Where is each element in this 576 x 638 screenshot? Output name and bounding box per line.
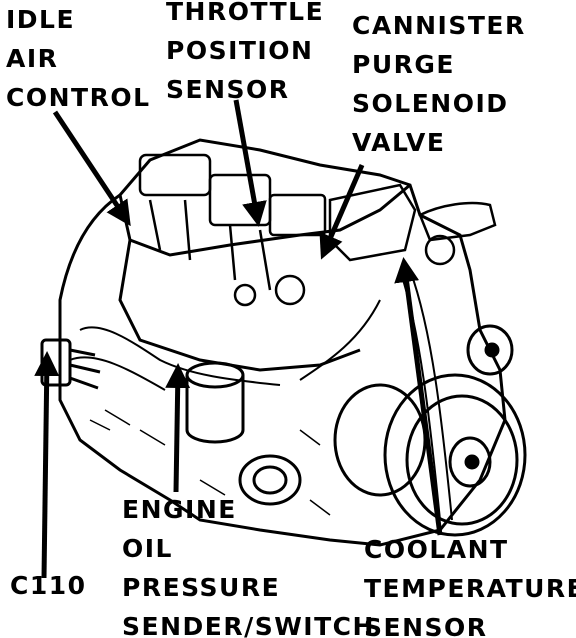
label-line: VALVE [352,128,446,157]
label-c110: C110 [10,566,87,605]
label-engine-oil-pressure-sender-switch: ENGINE OIL PRESSURE SENDER/SWITCH [122,490,375,638]
label-line: POSITION [166,36,314,65]
label-line: PRESSURE [122,573,281,602]
label-line: OIL [122,534,173,563]
label-cannister-purge-solenoid-valve: CANNISTER PURGE SOLENOID VALVE [352,6,526,162]
label-line: AIR [6,44,59,73]
label-line: CONTROL [6,83,151,112]
engine-block [58,138,507,547]
arrow-coolant-sensor [394,257,443,536]
label-line: IDLE [6,5,76,34]
label-line: PURGE [352,50,455,79]
label-line: SENSOR [166,75,290,104]
label-line: SOLENOID [352,89,509,118]
label-line: THROTTLE [166,0,325,26]
arrow-c110 [34,351,60,579]
label-line: C110 [10,571,87,600]
label-idle-air-control: IDLE AIR CONTROL [6,0,151,117]
intake-manifold [138,153,327,307]
label-line: COOLANT [364,535,509,564]
label-line: SENDER/SWITCH [122,612,375,638]
label-line: CANNISTER [352,11,526,40]
label-line: TEMPERATURE [364,574,576,603]
label-coolant-temperature-sensor: COOLANT TEMPERATURE SENSOR [364,530,576,638]
arrow-idle-air-control [52,110,131,227]
label-line: SENSOR [364,613,488,638]
belts-hoses [69,269,453,521]
callout-arrows [34,99,443,579]
c110-connector [40,338,101,390]
arrow-cannister-purge [319,164,365,260]
label-line: ENGINE [122,495,237,524]
block-hatching [89,409,331,516]
arrow-oil-pressure-sender [165,363,191,493]
crank-pulley [333,324,527,537]
arrow-throttle-position-sensor [233,99,267,227]
label-throttle-position-sensor: THROTTLE POSITION SENSOR [166,0,324,109]
